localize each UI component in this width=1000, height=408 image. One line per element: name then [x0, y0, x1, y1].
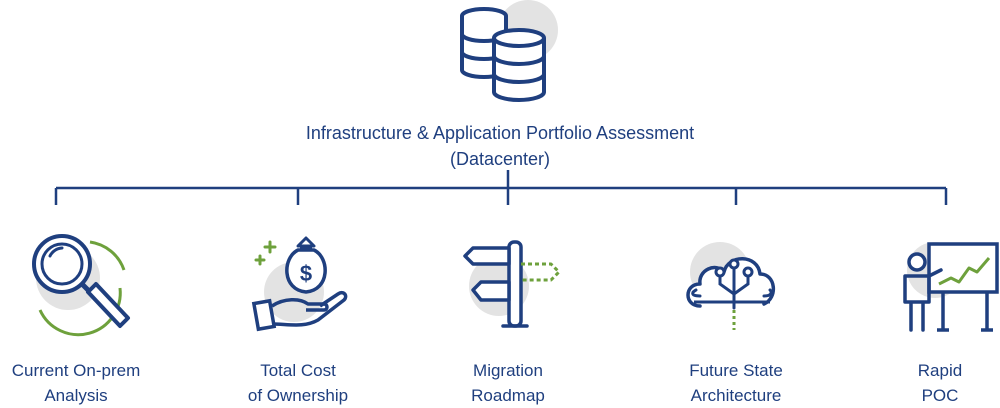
branch-5-line1: Rapid [917, 361, 963, 380]
branch-label-2: Total Cost of Ownership [218, 358, 378, 408]
root-title-line2: (Datacenter) [449, 149, 551, 169]
branch-3-line2: Roadmap [471, 386, 545, 405]
branch-label-1: Current On-prem Analysis [0, 358, 156, 408]
svg-text:$: $ [300, 261, 312, 286]
branch-1-line1: Current On-prem [11, 361, 141, 380]
root-title-line1: Infrastructure & Application Portfolio A… [305, 123, 695, 143]
presentation-chart-icon [903, 242, 999, 332]
branch-label-5: Rapid POC [880, 358, 1000, 408]
branch-2-line2: of Ownership [247, 386, 349, 405]
root-title: Infrastructure & Application Portfolio A… [200, 120, 800, 172]
branch-5-line2: POC [921, 386, 959, 405]
branch-label-3: Migration Roadmap [428, 358, 588, 408]
branch-label-4: Future State Architecture [656, 358, 816, 408]
branch-4-line1: Future State [689, 361, 783, 380]
cloud-circuit-icon [686, 242, 775, 330]
branch-4-line2: Architecture [690, 386, 782, 405]
branch-2-line1: Total Cost [260, 361, 336, 380]
signpost-icon [463, 240, 561, 328]
branch-1-line2: Analysis [44, 386, 108, 405]
money-bag-hand-icon: $ [251, 236, 348, 332]
database-icon [460, 0, 558, 102]
branch-3-line1: Migration [473, 361, 543, 380]
magnifier-icon [32, 234, 130, 337]
